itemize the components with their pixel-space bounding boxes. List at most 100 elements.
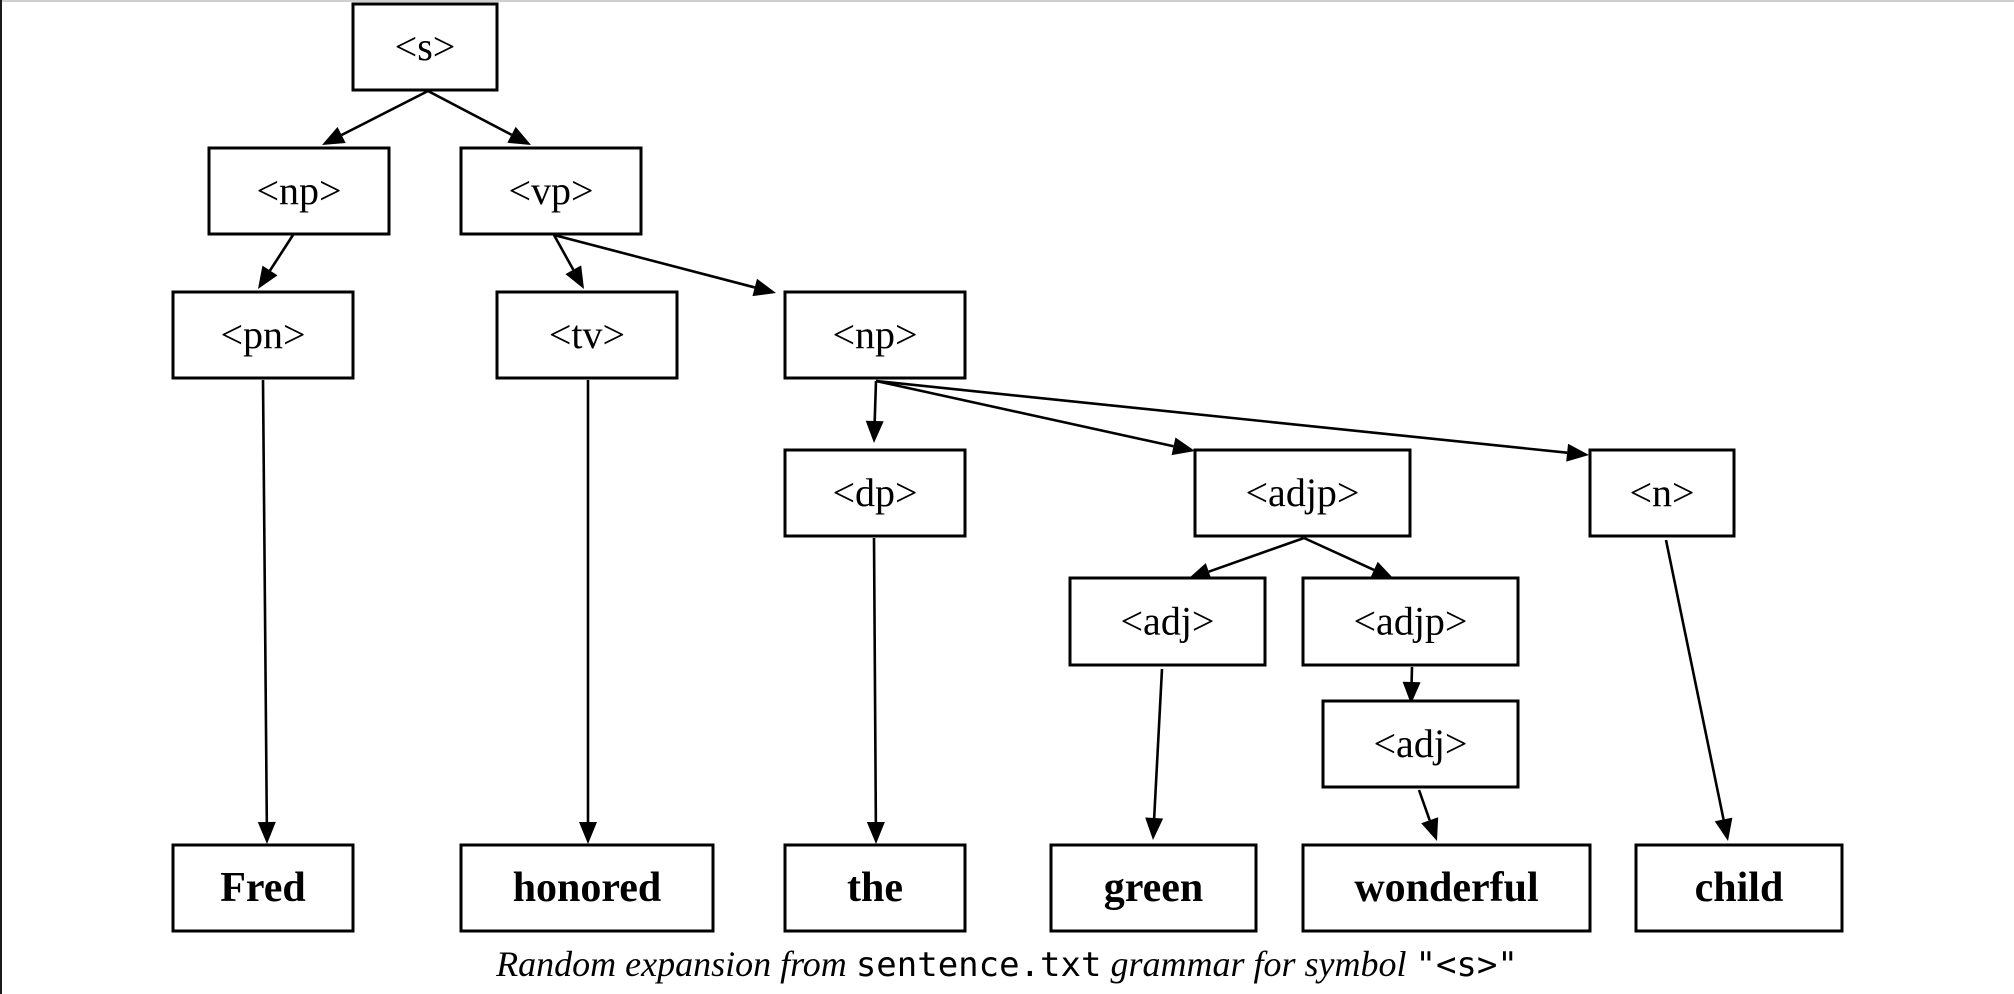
- tree-node-fred: Fred: [171, 843, 355, 933]
- edge-layer: [257, 89, 1733, 844]
- edge-line: [1417, 789, 1431, 821]
- tree-node-s: <s>: [351, 2, 499, 92]
- window-top-border: [0, 0, 2014, 2]
- caption-middle: grammar for symbol: [1101, 944, 1416, 984]
- tree-node-vp: <vp>: [459, 146, 643, 236]
- arrowhead-icon: [507, 126, 531, 145]
- edge-np2-dp: [865, 380, 884, 443]
- node-box: [1049, 843, 1258, 933]
- nonterminal-label: <tv>: [549, 312, 625, 357]
- terminal-word: the: [847, 865, 903, 911]
- edge-dp-the: [866, 537, 885, 844]
- arrowhead-icon: [866, 821, 885, 844]
- tree-node-adj2: <adj>: [1321, 699, 1520, 789]
- node-box: [1321, 699, 1520, 789]
- edge-line: [341, 89, 429, 137]
- node-box: [171, 290, 355, 380]
- edge-vp-tv: [552, 234, 584, 289]
- arrowhead-icon: [1370, 561, 1394, 579]
- edge-line: [552, 234, 575, 271]
- tree-node-adj1: <adj>: [1068, 576, 1267, 667]
- caption-prefix: Random expansion from: [496, 944, 856, 984]
- node-box: [783, 290, 967, 380]
- arrowhead-icon: [1566, 443, 1589, 462]
- edge-line: [872, 537, 878, 823]
- nonterminal-label: <vp>: [508, 168, 593, 213]
- edge-pn-fred: [257, 379, 276, 844]
- edge-adjp2-adj2: [1402, 666, 1421, 704]
- nonterminal-label: <adjp>: [1246, 470, 1360, 515]
- terminal-word: wonderful: [1354, 865, 1538, 911]
- edge-np1-pn: [258, 234, 295, 289]
- edge-line: [268, 234, 295, 272]
- window-left-border: [0, 0, 2, 994]
- edge-adjp1-adj1: [1188, 536, 1305, 581]
- arrowhead-icon: [1402, 681, 1421, 704]
- nonterminal-label: <pn>: [220, 312, 305, 357]
- arrowhead-icon: [258, 265, 278, 289]
- arrowhead-icon: [579, 822, 597, 844]
- arrowhead-icon: [865, 420, 884, 443]
- node-box: [1634, 843, 1844, 933]
- tree-node-honored: honored: [459, 843, 715, 933]
- tree-node-pn: <pn>: [171, 290, 355, 380]
- nonterminal-label: <s>: [395, 24, 456, 69]
- node-box: [459, 843, 715, 933]
- arrowhead-icon: [565, 265, 584, 289]
- edge-adj2-wonderful: [1417, 789, 1439, 841]
- tree-node-child: child: [1634, 843, 1844, 933]
- arrowhead-icon: [257, 821, 276, 844]
- caption-filename: sentence.txt: [855, 945, 1102, 985]
- edge-np2-adjp1: [875, 379, 1195, 456]
- node-box: [459, 146, 643, 236]
- tree-node-tv: <tv>: [495, 290, 679, 380]
- node-box: [207, 146, 391, 236]
- arrowhead-icon: [1188, 563, 1212, 581]
- tree-node-wonderful: wonderful: [1301, 843, 1592, 933]
- edge-np2-n: [875, 379, 1589, 462]
- edge-line: [1208, 536, 1305, 573]
- edge-line: [1664, 539, 1725, 820]
- tree-node-dp: <dp>: [783, 448, 967, 538]
- terminal-word: green: [1104, 865, 1204, 911]
- terminal-word: Fred: [220, 865, 306, 911]
- tree-node-n: <n>: [1588, 448, 1736, 538]
- edge-adj1-green: [1145, 668, 1164, 840]
- edge-line: [875, 379, 1174, 448]
- node-box: [351, 2, 499, 92]
- arrowhead-icon: [752, 278, 776, 297]
- node-box: [783, 448, 967, 538]
- nonterminal-label: <np>: [832, 312, 917, 357]
- edge-line: [261, 379, 269, 823]
- node-layer: <s> <np> <vp> <pn> <tv> <np> <dp> <adjp> <n> <adj…: [171, 2, 1844, 933]
- figure-caption: Random expansion from sentence.txt gramm…: [0, 943, 2014, 985]
- node-box: [495, 290, 679, 380]
- edge-s-vp: [427, 89, 531, 145]
- node-box: [1193, 448, 1412, 538]
- edge-line: [1152, 668, 1164, 819]
- arrowhead-icon: [1714, 817, 1733, 841]
- node-box: [1068, 576, 1267, 667]
- caption-symbol: "<s>": [1415, 945, 1518, 985]
- node-box: [1301, 576, 1520, 667]
- nonterminal-label: <np>: [256, 168, 341, 213]
- tree-node-the: the: [783, 843, 967, 933]
- tree-node-adjp1: <adjp>: [1193, 448, 1412, 538]
- tree-node-green: green: [1049, 843, 1258, 933]
- arrowhead-icon: [322, 126, 346, 145]
- edge-vp-np2: [553, 233, 776, 297]
- edge-line: [875, 379, 1568, 455]
- nonterminal-label: <adj>: [1374, 721, 1468, 766]
- node-box: [1301, 843, 1592, 933]
- edge-line: [553, 233, 756, 289]
- terminal-word: honored: [513, 865, 662, 911]
- tree-node-np2: <np>: [783, 290, 967, 380]
- arrowhead-icon: [1145, 817, 1164, 840]
- edge-line: [427, 89, 513, 136]
- nonterminal-label: <dp>: [832, 470, 917, 515]
- node-box: [1588, 448, 1736, 538]
- node-box: [171, 843, 355, 933]
- nonterminal-label: <adjp>: [1354, 599, 1468, 644]
- node-box: [783, 843, 967, 933]
